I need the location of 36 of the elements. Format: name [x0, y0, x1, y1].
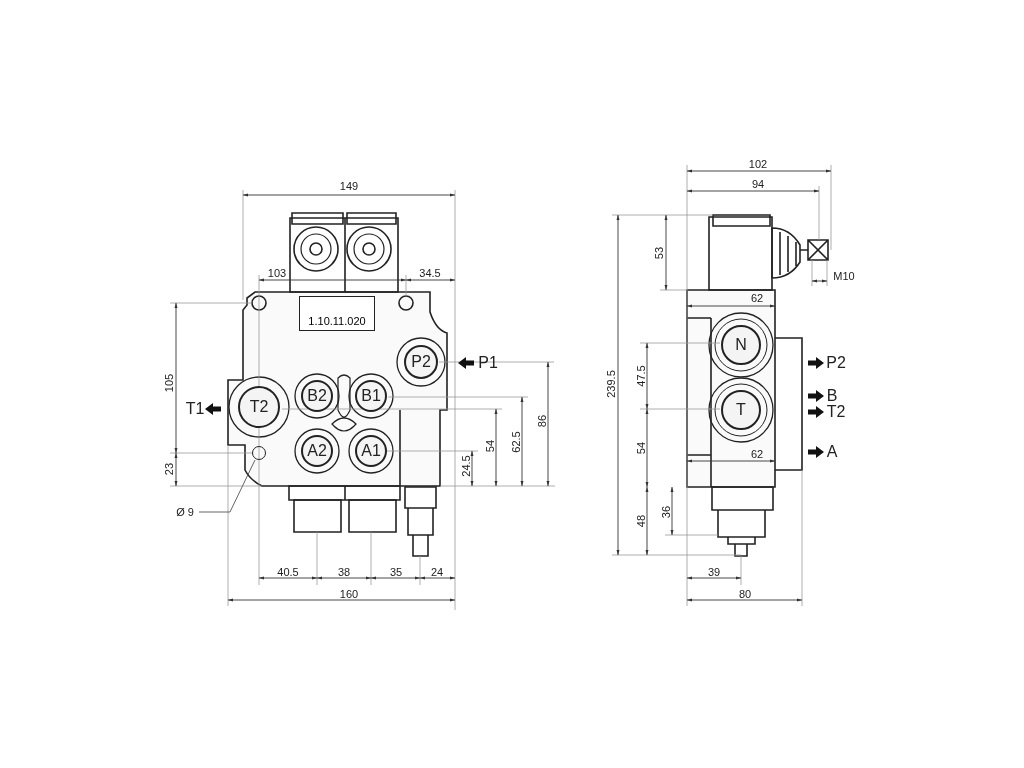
dimension-label: 62: [750, 292, 764, 304]
leader-line: [198, 459, 256, 513]
dimension-label: 23: [163, 462, 175, 476]
dimension-label: 36: [660, 505, 672, 519]
dimension-label: 160: [339, 588, 359, 600]
dimension-label: 102: [748, 158, 768, 170]
dimension-label: 149: [339, 180, 359, 192]
dimension-label: 86: [536, 414, 548, 428]
port-label: T1: [185, 401, 205, 417]
name-plate: 1.10.11.020: [299, 296, 375, 331]
port-label: B: [826, 388, 838, 404]
dimension-label: 105: [163, 373, 175, 393]
dimension-label: 40.5: [277, 566, 299, 578]
dimension-label: 39: [707, 566, 721, 578]
port-label: T2: [826, 404, 846, 420]
dimension-label: 54: [484, 439, 496, 453]
dimension-label: 38: [337, 566, 351, 578]
dimension-label: 62.5: [510, 431, 522, 453]
dimension-label: 35: [389, 566, 403, 578]
dimension-label: 53: [653, 246, 665, 260]
dimension-label: 47.5: [635, 365, 647, 387]
port-label: A: [826, 444, 838, 460]
dimension-label: 62: [750, 448, 764, 460]
dimension-label: 24: [430, 566, 444, 578]
dimension-label: 94: [751, 178, 765, 190]
diameter-label: Ø 9: [176, 506, 194, 518]
dimension-label: 48: [635, 514, 647, 528]
dimension-label: M10: [833, 270, 855, 282]
dimension-label: 54: [635, 441, 647, 455]
dimension-label: 103: [267, 267, 287, 279]
port-label: P1: [478, 355, 498, 371]
dimension-label: 239.5: [605, 370, 617, 398]
dimension-label: 24.5: [460, 455, 472, 477]
port-label: P2: [826, 355, 846, 371]
dimension-label: 80: [738, 588, 752, 600]
dimension-label: 34.5: [419, 267, 441, 279]
